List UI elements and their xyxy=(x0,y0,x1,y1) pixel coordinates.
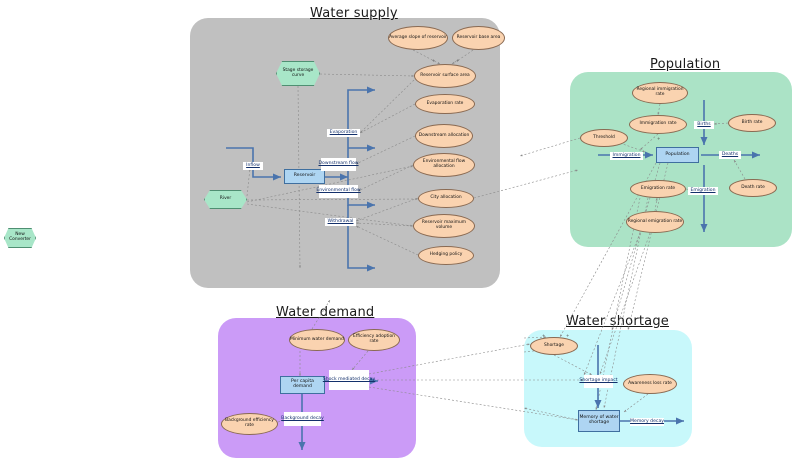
node-immigration[interactable]: Immigration xyxy=(610,152,643,160)
node-efficiency-adoption-rate[interactable]: Efficiency adoption rate xyxy=(348,329,400,351)
node-city-allocation[interactable]: City allocation xyxy=(418,189,474,208)
node-evaporation[interactable]: Evaporation xyxy=(327,129,360,137)
panel-title-water_demand: Water demand xyxy=(276,305,375,320)
node-reservoir-surface-area[interactable]: Reservoir surface area xyxy=(414,64,476,88)
node-downstream-flow[interactable]: Downstream flow xyxy=(318,158,359,171)
plus-immig-rate: + xyxy=(657,136,661,141)
node-birth-rate[interactable]: Birth rate xyxy=(728,114,776,132)
node-awareness-loss-rate[interactable]: Awareness loss rate xyxy=(623,374,677,394)
node-death-rate[interactable]: Death rate xyxy=(729,179,777,197)
plus-shortage-b: + xyxy=(566,333,570,338)
node-river[interactable]: River xyxy=(204,190,247,209)
node-stage-storage-curve[interactable]: Stage storage curve xyxy=(276,61,320,86)
node-emigration-rate[interactable]: Emigration rate xyxy=(630,180,686,198)
node-emigration[interactable]: Emigration xyxy=(688,187,718,195)
node-average-slope[interactable]: Average slope of reservoir xyxy=(388,26,448,50)
node-hedging-policy[interactable]: Hedging policy xyxy=(418,246,474,265)
node-births[interactable]: Births xyxy=(694,121,714,129)
node-regional-emigration-rate[interactable]: Regional emigration rate xyxy=(626,211,684,233)
node-shortage-impact[interactable]: Shortage impact xyxy=(579,375,618,388)
node-background-decay[interactable]: Background decay xyxy=(281,412,324,426)
node-reservoir-max-volume[interactable]: Reservoir maximum volume xyxy=(413,214,475,238)
node-inflow[interactable]: Inflow xyxy=(243,162,263,170)
plus-surface-left: + xyxy=(432,58,436,63)
panel-title-population: Population xyxy=(650,57,721,72)
node-reservoir-base-area[interactable]: Reservoir base area xyxy=(452,26,505,50)
node-environmental-flow-alloc[interactable]: Environmental flow allocation xyxy=(413,153,475,177)
panel-title-water_supply: Water supply xyxy=(310,6,398,21)
node-shock-mediated-decay[interactable]: Shock mediated decay xyxy=(323,370,375,390)
node-memory-decay[interactable]: Memory decay xyxy=(630,418,664,426)
node-per-capita-demand[interactable]: Per capita demand xyxy=(280,376,325,394)
node-withdrawal[interactable]: Withdrawal xyxy=(325,218,356,226)
node-threshold[interactable]: Threshold xyxy=(580,129,628,147)
node-deaths[interactable]: Deaths xyxy=(719,151,741,159)
node-shortage[interactable]: Shortage xyxy=(530,337,578,355)
node-reservoir[interactable]: Reservoir xyxy=(284,169,325,184)
node-minimum-water-demand[interactable]: Minimum water demand xyxy=(289,329,345,351)
node-new-converter[interactable]: New Converter xyxy=(4,228,36,248)
node-regional-immigration-rate[interactable]: Regional immigration rate xyxy=(632,82,688,104)
node-environmental-flow[interactable]: Environmental flow xyxy=(316,185,361,198)
node-memory-of-water-shortage[interactable]: Memory of water shortage xyxy=(578,410,620,432)
node-background-efficiency-rate[interactable]: Background efficiency rate xyxy=(221,413,278,435)
node-immigration-rate[interactable]: Immigration rate xyxy=(629,115,687,134)
node-downstream-allocation[interactable]: Downstream allocation xyxy=(415,124,473,148)
plus-surface-right: + xyxy=(456,58,460,63)
node-population[interactable]: Population xyxy=(656,147,699,163)
plus-shortage-a: + xyxy=(542,333,546,338)
node-evaporation-rate[interactable]: Evaporation rate xyxy=(415,94,475,114)
panel-title-water_shortage: Water shortage xyxy=(566,314,669,329)
